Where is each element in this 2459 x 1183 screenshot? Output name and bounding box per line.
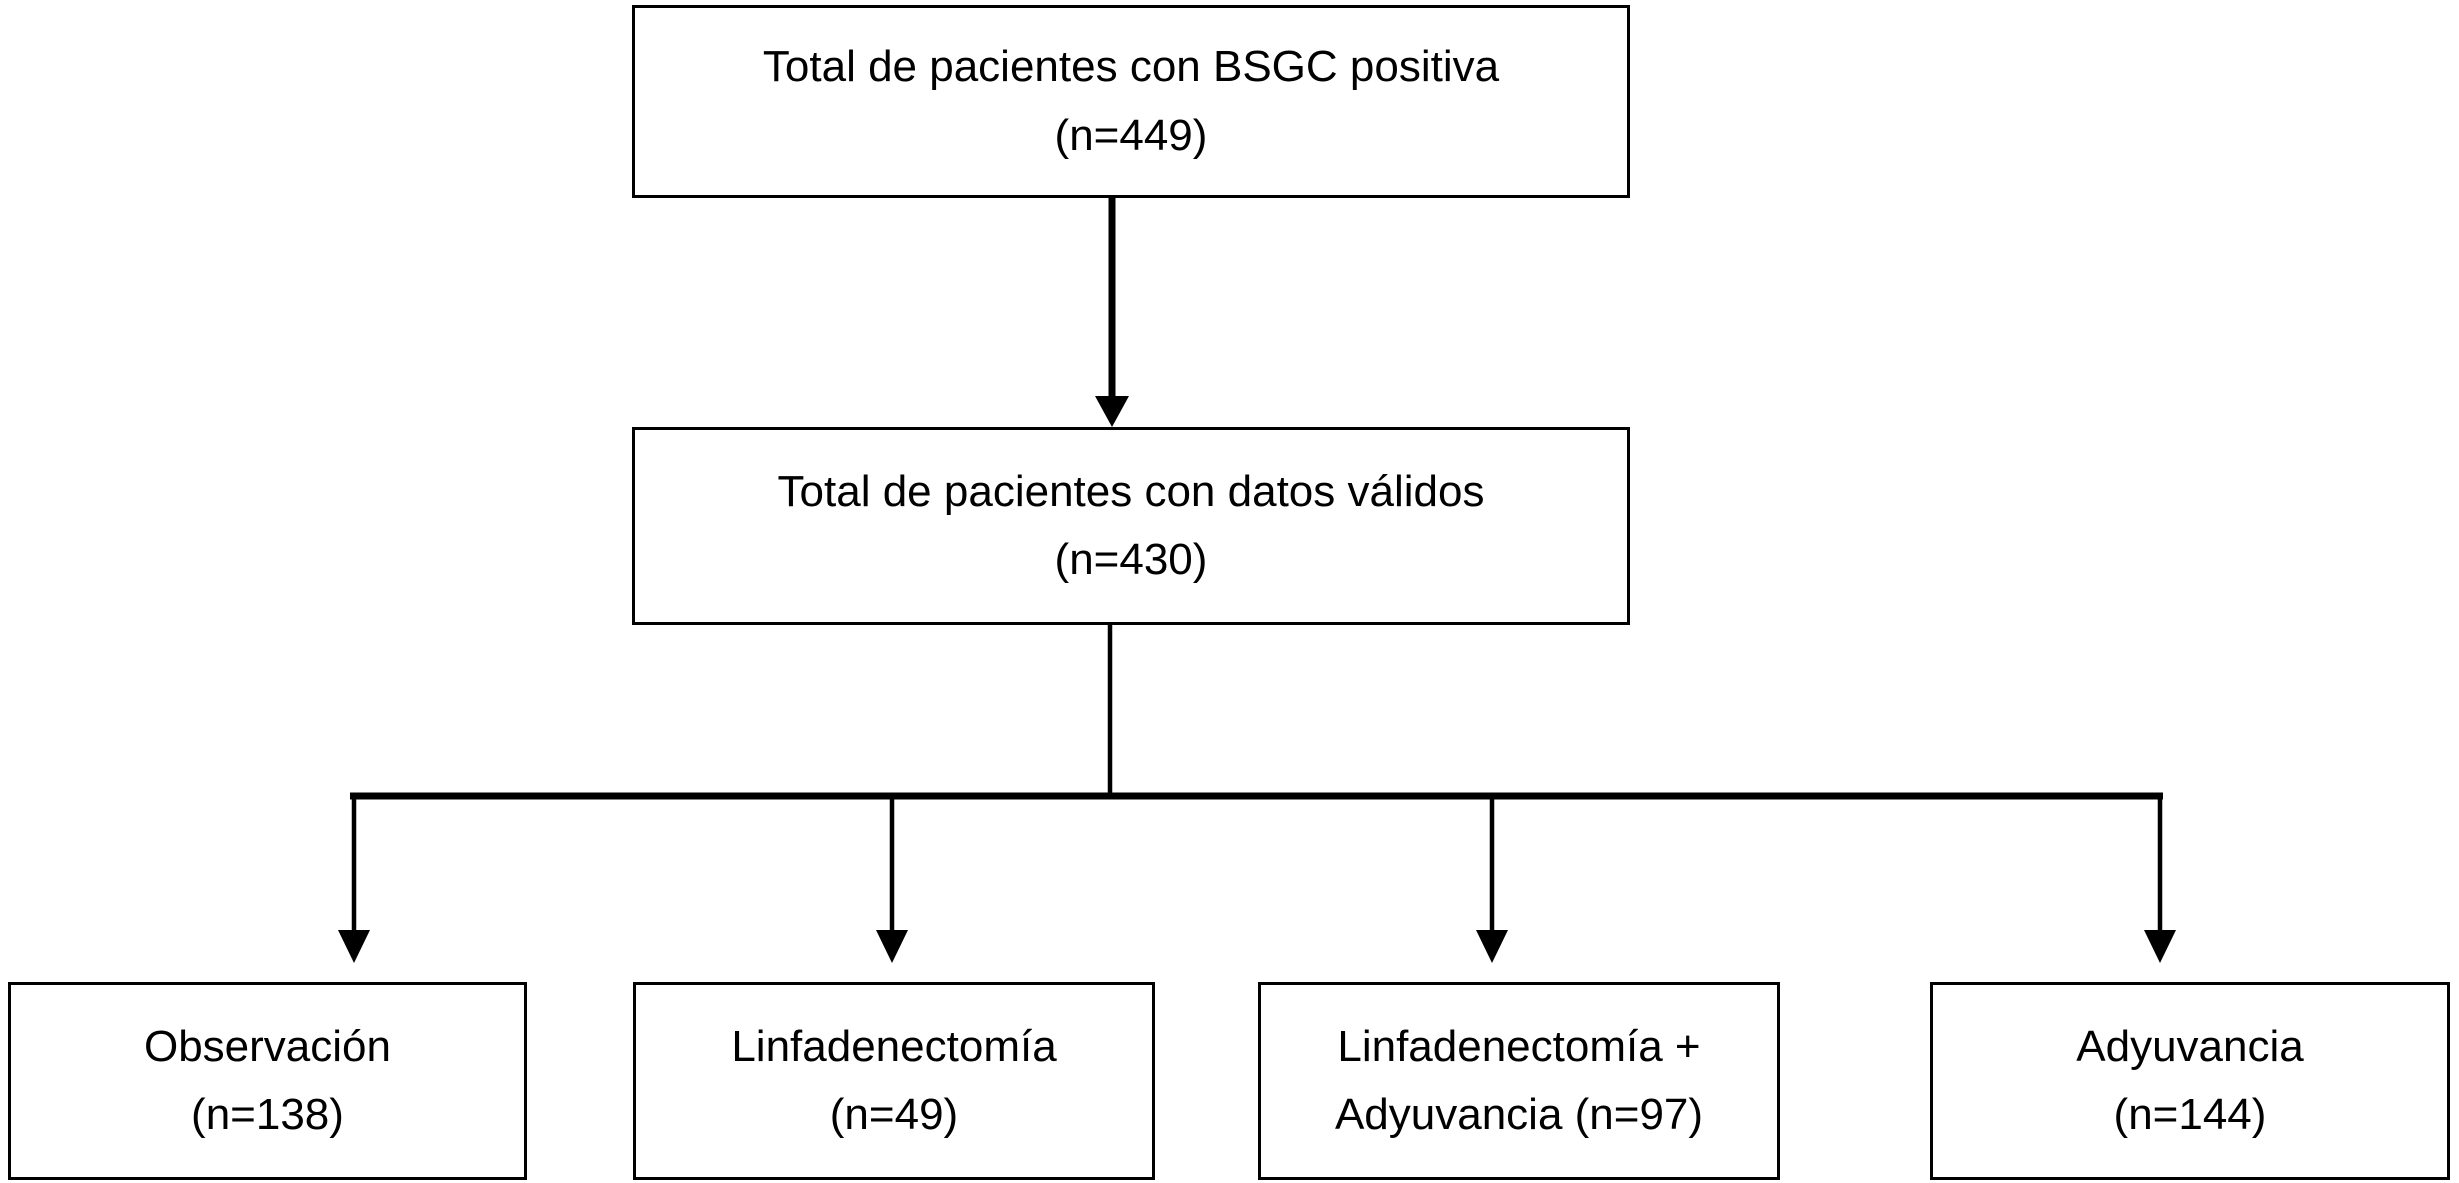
box-linfadenectomia: Linfadenectomía (n=49): [633, 982, 1155, 1180]
branch-arrow-linfadenectomia: [876, 793, 908, 963]
box-label-line2: (n=144): [2113, 1090, 2267, 1139]
box-label-line2: (n=138): [191, 1090, 344, 1139]
box-label-line1: Total de pacientes con BSGC positiva: [762, 42, 1500, 92]
box-label-line1: Adyuvancia: [2076, 1021, 2304, 1071]
box-linfadenectomia-adyuvancia: Linfadenectomía + Adyuvancia (n=97): [1258, 982, 1780, 1180]
branch-arrow-linf-adyuvancia: [1476, 793, 1508, 963]
box-label-line2: Adyuvancia (n=97): [1334, 1090, 1704, 1139]
box-label-line1: Linfadenectomía: [731, 1021, 1057, 1071]
branch-arrow-observacion: [338, 793, 370, 963]
arrow-total-to-valid: [1095, 198, 1129, 427]
box-label-line1: Linfadenectomía +: [1337, 1021, 1701, 1071]
box-observacion: Observación (n=138): [8, 982, 527, 1180]
box-total-pacientes-datos-validos: Total de pacientes con datos válidos (n=…: [632, 427, 1630, 625]
box-label-line2: (n=449): [1054, 110, 1208, 160]
box-label-line1: Observación: [143, 1021, 391, 1071]
box-adyuvancia: Adyuvancia (n=144): [1930, 982, 2450, 1180]
box-label-line2: (n=49): [829, 1090, 959, 1139]
branch-arrow-adyuvancia: [2144, 793, 2176, 963]
box-label-line2: (n=430): [1054, 535, 1208, 584]
box-total-pacientes-bsgc-positiva: Total de pacientes con BSGC positiva (n=…: [632, 5, 1630, 198]
box-label-line1: Total de pacientes con datos válidos: [777, 466, 1485, 516]
